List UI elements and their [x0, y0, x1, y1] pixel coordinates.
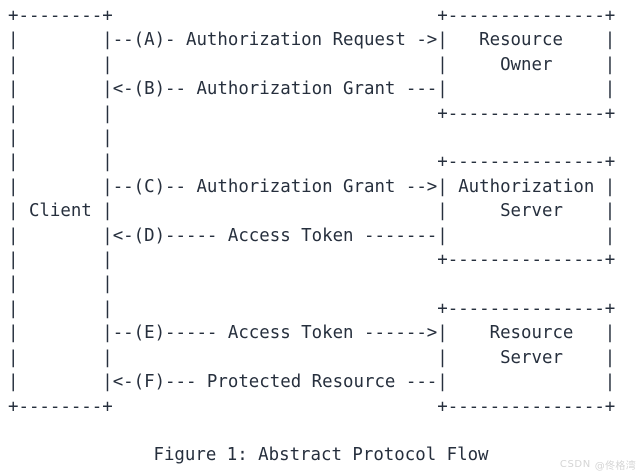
figure-caption: Figure 1: Abstract Protocol Flow: [153, 445, 489, 465]
watermark-brand-label: CSDN: [559, 459, 591, 470]
watermark-username-label: @佟格湾: [594, 461, 636, 472]
ascii-protocol-flow-diagram: +--------+ +---------------+ | |--(A)- A…: [8, 6, 616, 417]
csdn-watermark: CSDN @佟格湾: [560, 457, 636, 472]
